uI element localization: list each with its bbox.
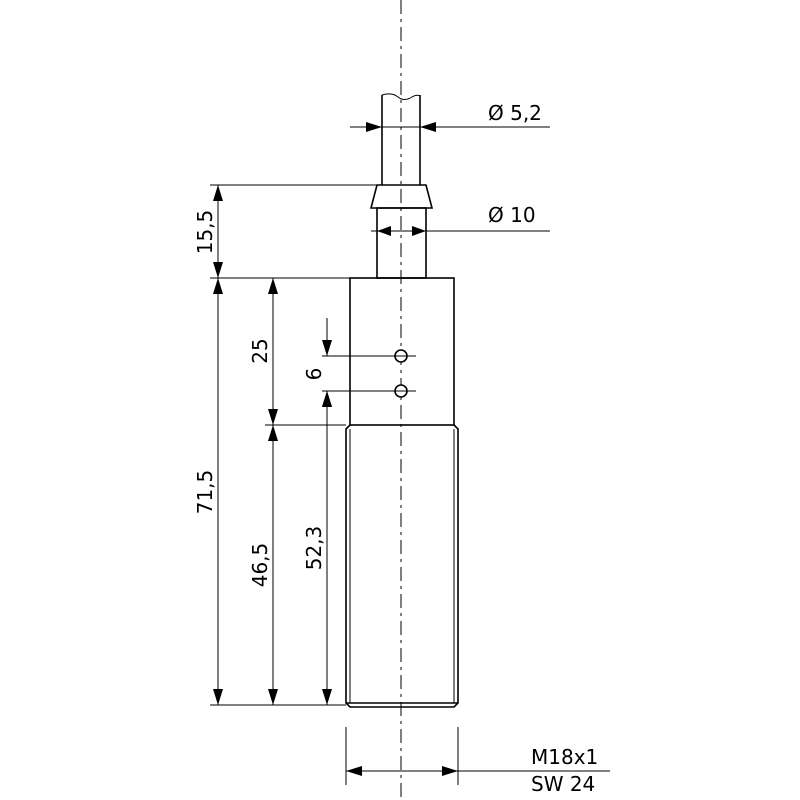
dim-thread-width: M18x1 SW 24 [345, 727, 610, 796]
gland-length-label: 15,5 [193, 210, 217, 255]
dim-led-spacing: 6 [302, 318, 332, 425]
dim-gland-length: 15,5 [193, 185, 223, 278]
dim-thread-to-led: 52,3 [302, 391, 332, 705]
thread-spec-label: M18x1 [531, 745, 598, 769]
thread-length-label: 46,5 [248, 543, 272, 588]
upper-body [349, 277, 455, 426]
dim-cable-diameter: Ø 5,2 [350, 101, 550, 132]
dim-upper-body-length: 25 [248, 278, 278, 425]
threaded-body [345, 424, 459, 708]
dim-gland-diameter: Ø 10 [371, 203, 550, 236]
led-spacing-label: 6 [302, 368, 326, 381]
wrench-size-label: SW 24 [531, 772, 595, 796]
upper-body-length-label: 25 [248, 338, 272, 363]
thread-to-led-label: 52,3 [302, 526, 326, 571]
dim-total-length: 71,5 [193, 278, 223, 705]
cable-diameter-label: Ø 5,2 [488, 101, 542, 125]
cable [381, 93, 421, 185]
total-length-label: 71,5 [193, 470, 217, 515]
gland-diameter-label: Ø 10 [488, 203, 536, 227]
dim-thread-length: 46,5 [248, 425, 278, 705]
